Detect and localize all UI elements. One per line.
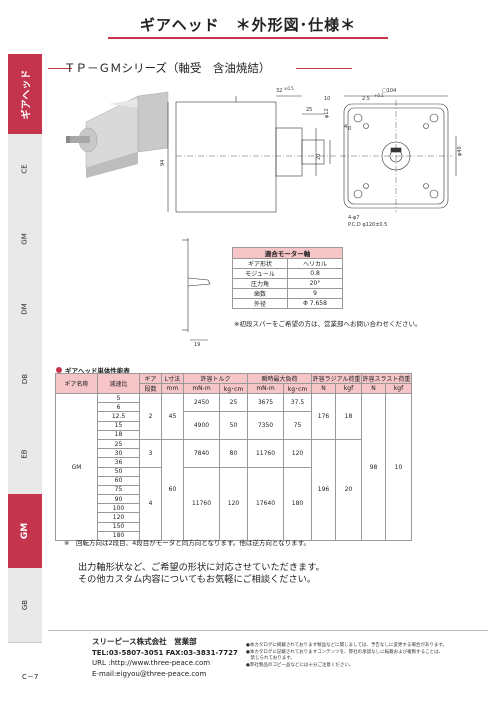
- bullet-icon: [56, 367, 62, 373]
- category-sidebar: ギアヘッド CE GM DM DB EB GM GB: [8, 54, 42, 643]
- promo-line: その他カスタム内容についてもお気軽にご相談ください。: [78, 573, 316, 585]
- dim-plus01: +0.1: [374, 93, 384, 98]
- tab-gm[interactable]: GM: [8, 204, 42, 275]
- page-title: ギアヘッド ＊外形図･仕様＊: [139, 16, 357, 34]
- title-underline: [108, 37, 388, 39]
- rotation-note: ※ 回転方向は2段目、4段目がモータと同方向となります。他は逆方向となります。: [64, 539, 311, 547]
- dimension-labels: 32 ±0.5 25 10 φ12 20 94 □104 2.5 +0.1 0 …: [160, 86, 463, 346]
- side-view: [167, 95, 338, 213]
- tab-gb[interactable]: GB: [8, 568, 42, 643]
- subtitle-rule-left: [48, 68, 72, 69]
- dim-10: 10: [324, 96, 330, 102]
- dim-20: φ40: [457, 146, 463, 156]
- gear-performance-table: ギア名称 減速比 ギア L寸法 許容トルク 瞬時最大負荷 許容ラジアル荷重 許容…: [55, 373, 412, 542]
- dim-tol: ±0.5: [284, 86, 294, 91]
- table-row: 50 4 11760 120 17640 180: [56, 466, 412, 541]
- tab-gm-active[interactable]: GM: [8, 494, 42, 569]
- page-number: C－7: [22, 673, 39, 681]
- subtitle-rule-right: [296, 68, 352, 69]
- dim-94: 94: [160, 160, 166, 166]
- table-row: 120: [56, 512, 412, 523]
- company-name: スリーピース株式会社 営業部: [92, 637, 197, 646]
- disclaimer: ●本カタログに掲載されております製品などに関しましては、予告なしに変更する場合が…: [246, 643, 447, 668]
- tab-db[interactable]: DB: [8, 344, 42, 415]
- front-view: [340, 95, 457, 212]
- table-row: 150: [56, 521, 412, 532]
- dim-holes: 4-φ7: [348, 215, 359, 221]
- dim-19: 19: [194, 342, 200, 346]
- footer-divider: [48, 630, 488, 631]
- dim-25: 25: [306, 107, 312, 113]
- dim-0: 0: [348, 126, 351, 132]
- gear-table-title: ギアヘッド単体性能表: [56, 365, 130, 375]
- spec-title: 適合モーター軸: [232, 247, 343, 259]
- dim-4: 4: [344, 124, 347, 130]
- tab-ce[interactable]: CE: [8, 134, 42, 205]
- tab-eb[interactable]: EB: [8, 414, 42, 495]
- promo-line: 出力軸形状など、ご希望の形状に対応させていただきます。: [78, 562, 325, 573]
- dim-104: □104: [382, 88, 396, 94]
- shaft-detail: [182, 238, 211, 341]
- table-row: 12.5 4900 50 7350 75: [56, 411, 412, 440]
- gearhead-photo: [66, 91, 169, 178]
- table-row: GM 5 2 45 2450 25 3675 37.5 176 18 98 10: [55, 392, 412, 541]
- table-row: 180: [56, 530, 412, 542]
- company-url[interactable]: URL :http://www.three-peace.com: [92, 659, 211, 667]
- dim-phi12: φ12: [324, 108, 330, 118]
- dim-2-5: 2.5: [362, 96, 370, 102]
- tab-dm[interactable]: DM: [8, 274, 42, 345]
- dimension-drawing: 32 ±0.5 25 10 φ12 20 94 □104 2.5 +0.1 0 …: [66, 86, 463, 346]
- dim-pcd: P.C.D φ120±0.5: [348, 222, 387, 228]
- custom-promo: 出力軸形状など、ご希望の形状に対応させていただきます。 その他カスタム内容につい…: [78, 562, 325, 585]
- pinion-note: ※初段スパーをご希望の方は、営業部へお問い合わせください。: [234, 320, 422, 328]
- dim-phi40: 20: [316, 154, 322, 160]
- company-contact: スリーピース株式会社 営業部 TEL:03-5807-3051 FAX:03-3…: [92, 637, 238, 679]
- tab-gearhead[interactable]: ギアヘッド: [8, 54, 42, 135]
- spec-row: ギア形状ヘリカル: [232, 258, 343, 269]
- company-email[interactable]: E-mail:eigyou@three-peace.com: [92, 669, 207, 678]
- series-subtitle: ＴＰ－ＧＭシリーズ（軸受 含油焼結）: [64, 61, 271, 75]
- company-tel: TEL:03-5807-3051 FAX:03-3831-7727: [92, 648, 238, 657]
- dim-32: 32: [276, 88, 282, 94]
- table-row: 25 3 60 7840 80 11760 120 196 20: [56, 438, 412, 542]
